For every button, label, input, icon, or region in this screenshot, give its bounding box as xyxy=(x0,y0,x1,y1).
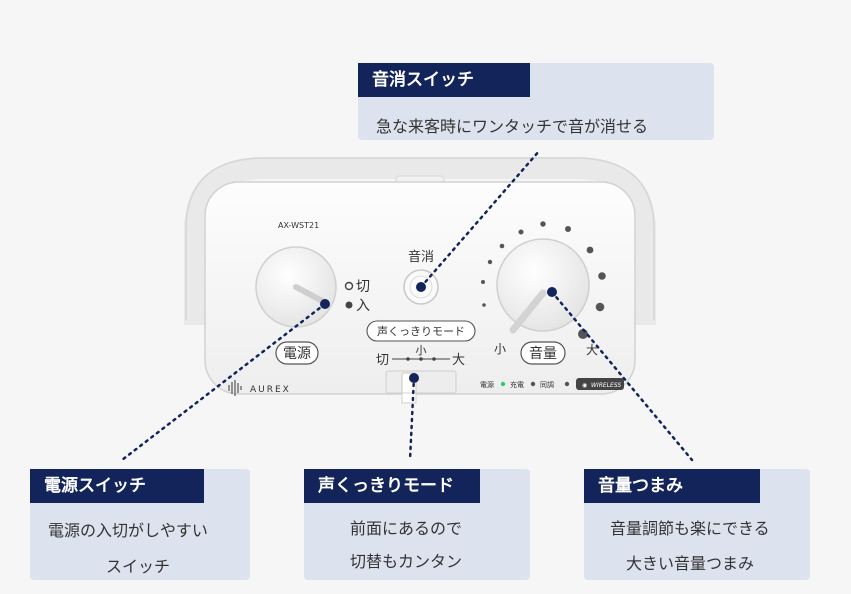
callout-power-line-1: 電源の入切がしやすい xyxy=(48,521,208,540)
volume-low-label: 小 xyxy=(494,342,506,356)
mode-label: 声くっきりモード xyxy=(377,324,465,338)
power-off-marker xyxy=(344,281,354,291)
callout-volume: 音量つまみ 音量調節も楽にできる 大きい音量つまみ xyxy=(584,469,810,580)
callout-volume-line-1: 音量調節も楽にできる xyxy=(610,519,770,538)
status-power-led xyxy=(500,381,506,387)
wireless-icon: ◉ xyxy=(582,382,587,389)
power-label-badge xyxy=(275,341,319,365)
mode-low-label: 小 xyxy=(416,344,427,357)
power-pointer-dot xyxy=(320,299,330,309)
power-on-label: 入 xyxy=(356,298,370,314)
mode-label-badge xyxy=(366,320,476,342)
volume-pointer-dot xyxy=(547,287,557,297)
power-label: 電源 xyxy=(283,346,311,362)
status-charge-label: 充電 xyxy=(510,380,524,389)
status-power-label: 電源 xyxy=(480,380,494,389)
callout-volume-title: 音量つまみ xyxy=(584,469,760,503)
model-label: AX-WST21 xyxy=(278,221,319,230)
status-charge-led xyxy=(530,381,536,387)
mode-off-label: 切 xyxy=(376,353,389,368)
callout-power-line-2: スイッチ xyxy=(106,557,171,576)
leader-lines xyxy=(120,148,694,462)
callout-mode-title: 声くっきりモード xyxy=(304,469,480,503)
callout-mode: 声くっきりモード 前面にあるので 切替もカンタン xyxy=(304,469,530,580)
mute-pointer-dot xyxy=(416,282,426,292)
aurex-logo-icon xyxy=(228,380,242,396)
handle xyxy=(184,157,656,325)
callout-mute-line-1: 急な来客時にワンタッチで音が消せる xyxy=(376,117,649,136)
mode-high-label: 大 xyxy=(452,353,465,368)
wireless-label: WIRELESS xyxy=(591,382,621,389)
brand-label: AUREX xyxy=(250,385,291,395)
mode-slider-track xyxy=(385,370,457,394)
status-sync-led xyxy=(564,381,570,387)
callout-mute: 音消スイッチ 急な来客時にワンタッチで音が消せる xyxy=(358,63,714,140)
power-off-label: 切 xyxy=(356,279,370,295)
volume-high-label: 大 xyxy=(586,343,598,357)
callout-volume-line-2: 大きい音量つまみ xyxy=(626,554,755,573)
mute-label: 音消 xyxy=(408,249,434,265)
mode-pointer-dot xyxy=(409,373,419,383)
callout-mute-title: 音消スイッチ xyxy=(358,63,530,97)
status-sync-label: 同調 xyxy=(540,380,554,389)
volume-label-badge xyxy=(520,341,566,365)
callout-mode-line-2: 切替もカンタン xyxy=(350,552,463,571)
volume-knob[interactable] xyxy=(496,238,590,332)
volume-label: 音量 xyxy=(529,345,557,362)
callout-power: 電源スイッチ 電源の入切がしやすい スイッチ xyxy=(30,469,250,580)
callout-mode-line-1: 前面にあるので xyxy=(350,519,463,538)
wireless-badge xyxy=(576,378,624,390)
callout-power-title: 電源スイッチ xyxy=(30,469,204,503)
power-on-marker xyxy=(345,301,353,309)
